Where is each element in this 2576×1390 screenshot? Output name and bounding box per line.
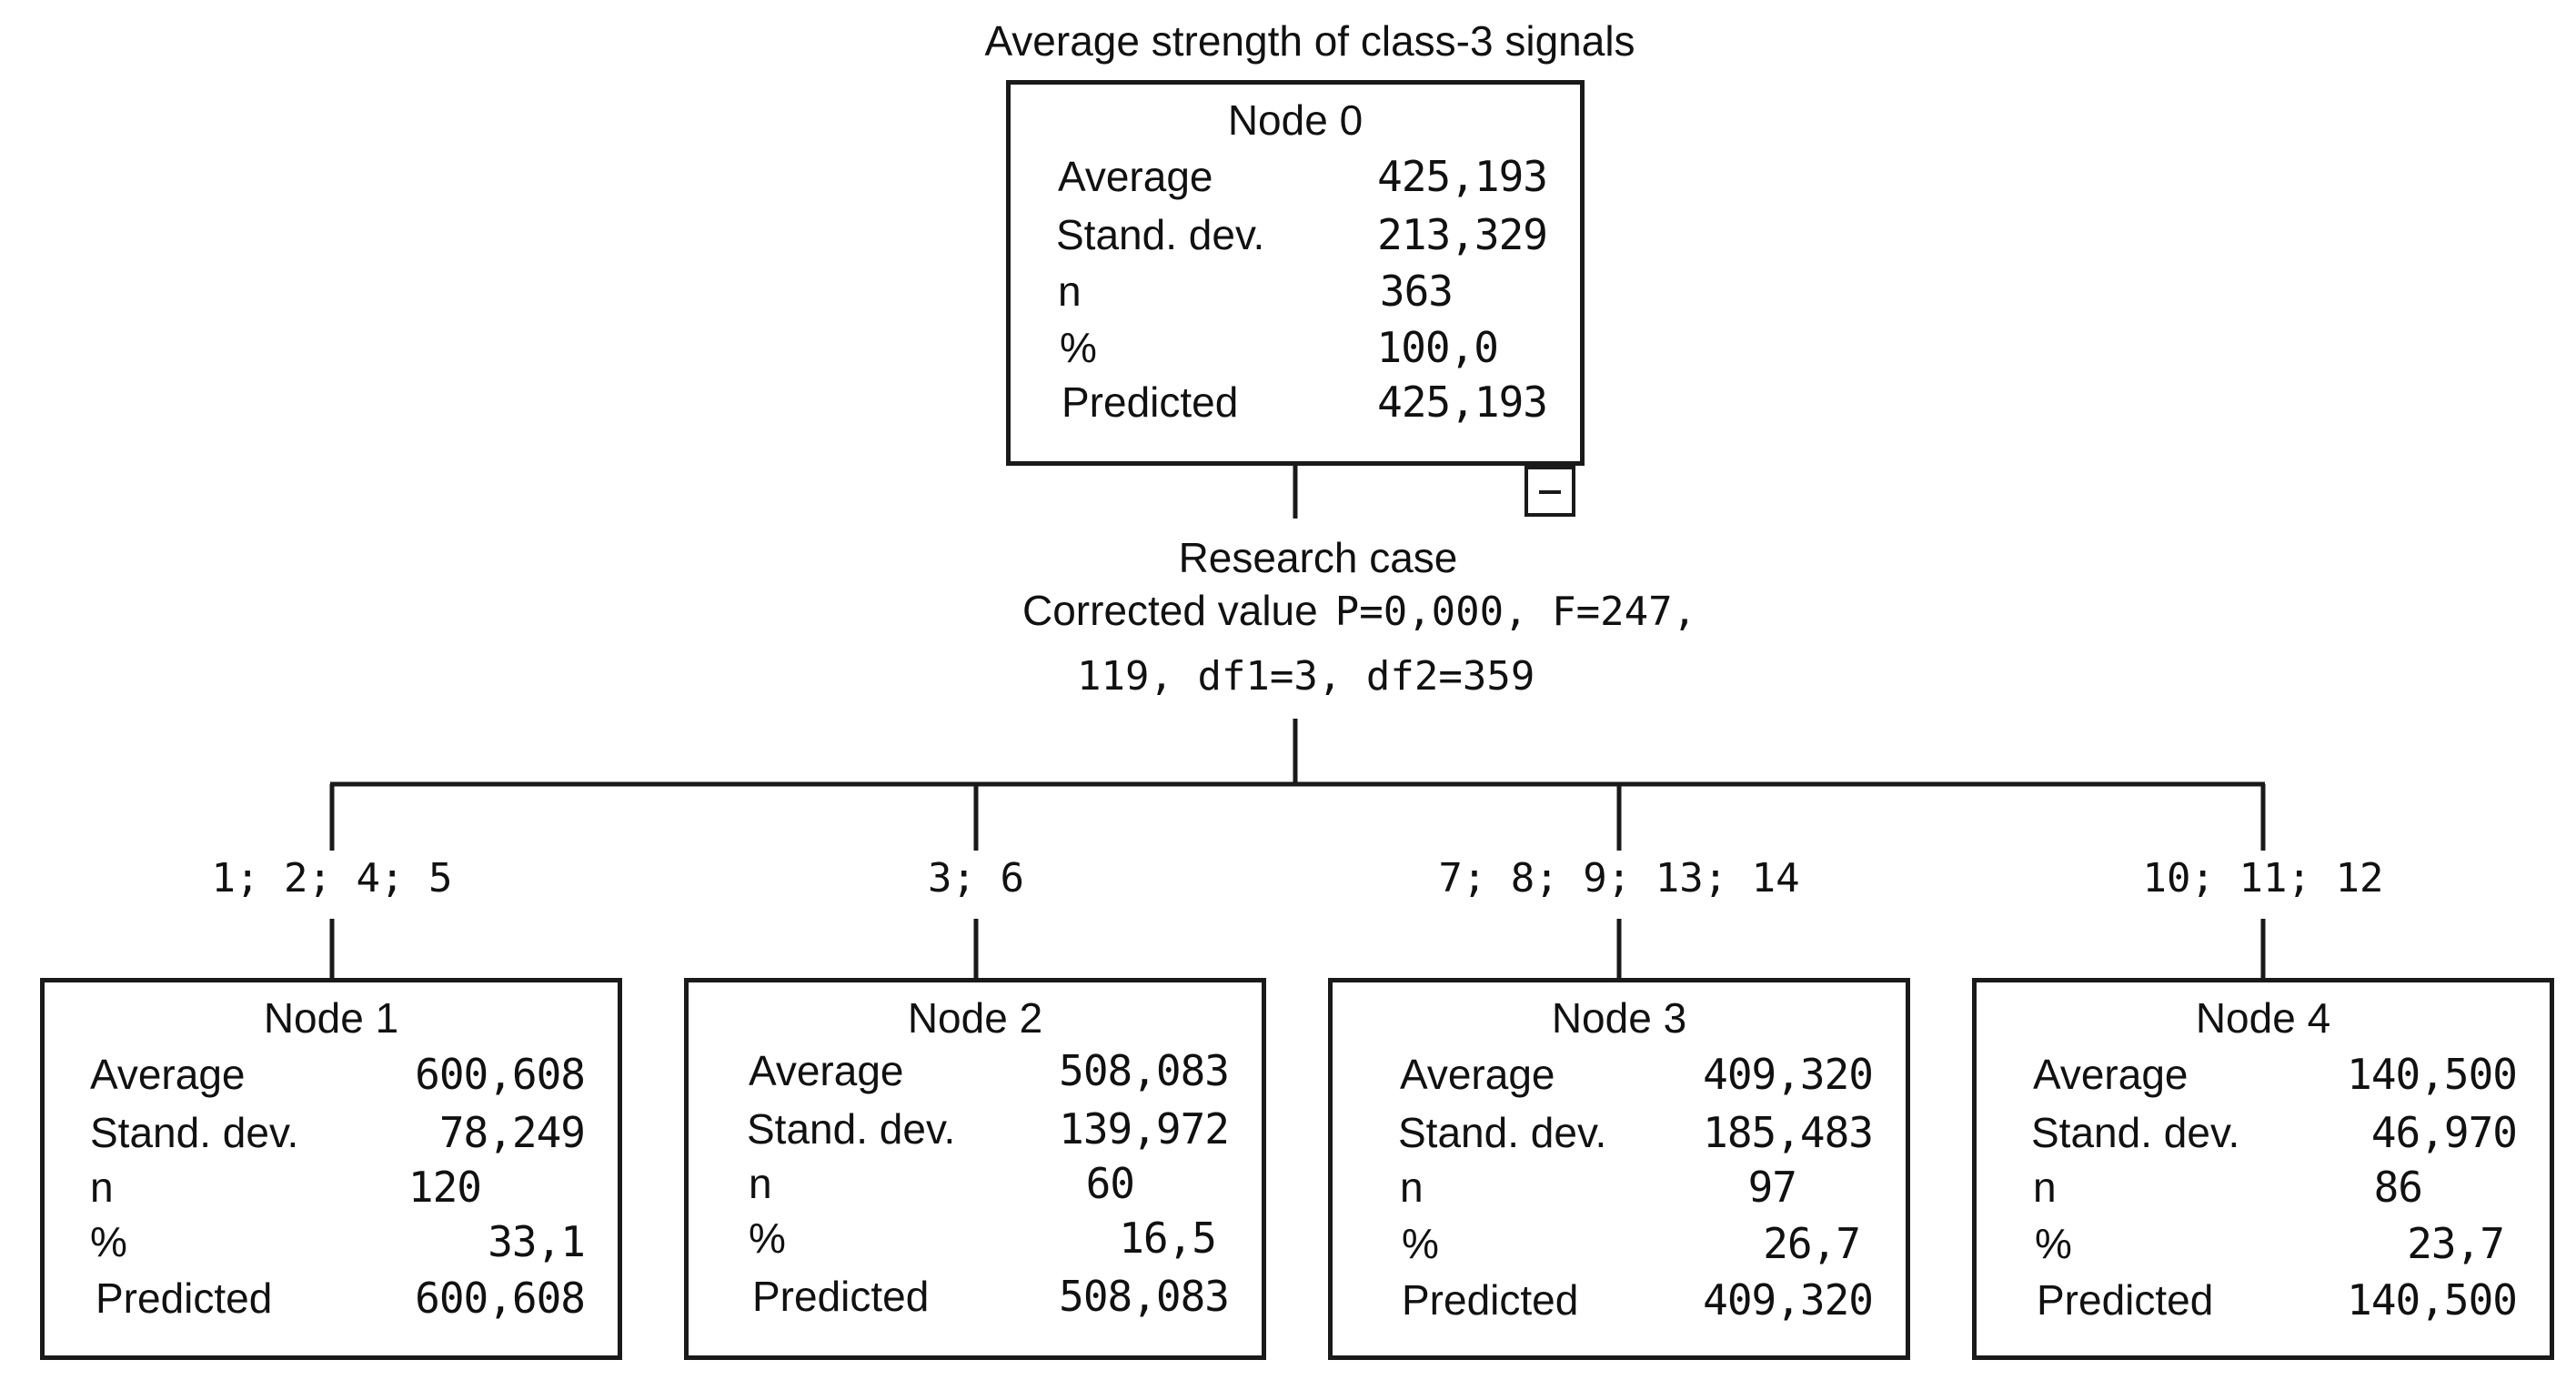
std-label: Stand. dev. — [1398, 1109, 1607, 1156]
percent-value: 16,5 — [1119, 1214, 1217, 1263]
std-value: 185,483 — [1703, 1108, 1874, 1157]
average-label: Average — [749, 1047, 904, 1094]
n-value: 363 — [1379, 267, 1454, 316]
node-title: Node 2 — [907, 994, 1043, 1042]
node-title: Node 3 — [1551, 994, 1687, 1042]
n-label: n — [1400, 1163, 1424, 1211]
average-value: 140,500 — [2347, 1050, 2518, 1099]
branch-label-1: 1; 2; 4; 5 — [211, 855, 453, 901]
corrected-value-label: Corrected value — [1022, 587, 1318, 634]
average-value: 425,193 — [1377, 152, 1548, 201]
n-value: 86 — [2373, 1163, 2423, 1212]
average-value: 600,608 — [415, 1050, 586, 1099]
predicted-label: Predicted — [752, 1273, 930, 1320]
minus-icon — [1539, 490, 1561, 494]
percent-value: 100,0 — [1376, 323, 1499, 372]
predicted-label: Predicted — [1402, 1276, 1579, 1324]
predicted-value: 140,500 — [2347, 1275, 2518, 1325]
std-label: Stand. dev. — [2031, 1109, 2240, 1156]
predicted-label: Predicted — [96, 1274, 273, 1322]
diagram-title: Average strength of class-3 signals — [984, 17, 1635, 65]
predicted-label: Predicted — [2037, 1276, 2214, 1324]
split-stats-line-2: 119, df1=3, df2=359 — [1077, 653, 1535, 700]
node-title: Node 4 — [2195, 994, 2331, 1042]
collapse-node-button[interactable] — [1524, 466, 1575, 517]
n-label: n — [90, 1163, 114, 1211]
percent-label: % — [2035, 1220, 2072, 1267]
branch-label-2: 3; 6 — [928, 855, 1024, 901]
split-variable: Research case — [1178, 534, 1458, 581]
predicted-value: 425,193 — [1377, 378, 1548, 427]
percent-value: 26,7 — [1763, 1219, 1861, 1268]
percent-value: 23,7 — [2407, 1219, 2505, 1268]
n-value: 60 — [1085, 1159, 1135, 1208]
std-label: Stand. dev. — [90, 1109, 299, 1156]
node-0[interactable]: Node 0 Average 425,193 Stand. dev. 213,3… — [1006, 80, 1585, 466]
branch-label-3: 7; 8; 9; 13; 14 — [1438, 855, 1800, 901]
n-label: n — [2033, 1163, 2057, 1211]
node-title: Node 0 — [1227, 96, 1363, 144]
std-label: Stand. dev. — [747, 1105, 956, 1153]
percent-value: 33,1 — [488, 1217, 586, 1266]
n-label: n — [749, 1160, 772, 1207]
percent-label: % — [749, 1214, 786, 1262]
std-value: 139,972 — [1059, 1104, 1230, 1153]
n-value: 97 — [1747, 1163, 1797, 1212]
split-stats-values: P=0,000, F=247, — [1334, 589, 1697, 635]
percent-label: % — [90, 1218, 127, 1265]
average-label: Average — [2033, 1051, 2189, 1098]
average-value: 409,320 — [1703, 1050, 1874, 1099]
predicted-value: 508,083 — [1059, 1272, 1230, 1321]
predicted-value: 409,320 — [1703, 1275, 1874, 1325]
predicted-label: Predicted — [1062, 378, 1239, 426]
n-label: n — [1058, 267, 1082, 315]
n-value: 120 — [408, 1163, 482, 1212]
split-stats-line-1: Corrected value P=0,000, F=247, — [1022, 586, 1696, 635]
node-title: Node 1 — [263, 994, 399, 1042]
std-value: 213,329 — [1377, 210, 1548, 259]
branch-label-4: 10; 11; 12 — [2142, 855, 2384, 901]
average-value: 508,083 — [1059, 1046, 1230, 1095]
percent-label: % — [1402, 1220, 1439, 1267]
percent-label: % — [1060, 324, 1097, 371]
node-3[interactable]: Node 3 Average 409,320 Stand. dev. 185,483… — [1328, 978, 1910, 1360]
average-label: Average — [90, 1051, 246, 1098]
predicted-value: 600,608 — [415, 1274, 586, 1323]
average-label: Average — [1400, 1051, 1555, 1098]
node-2[interactable]: Node 2 Average 508,083 Stand. dev. 139,972… — [684, 978, 1266, 1360]
average-label: Average — [1058, 153, 1213, 200]
std-label: Stand. dev. — [1056, 211, 1265, 258]
std-value: 46,970 — [2370, 1108, 2518, 1157]
std-value: 78,249 — [438, 1108, 586, 1157]
